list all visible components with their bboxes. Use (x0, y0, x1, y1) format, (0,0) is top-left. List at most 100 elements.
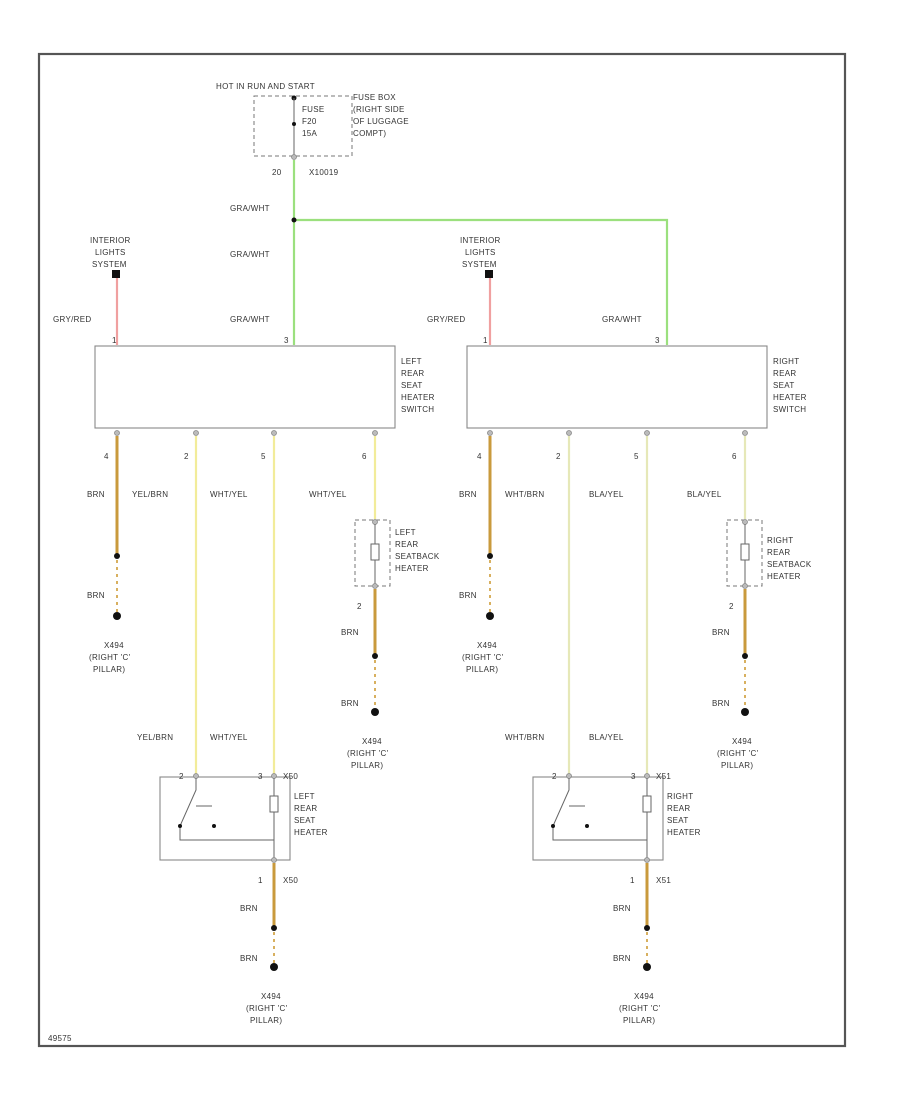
wire-label-gra-wht-3: GRA/WHT (230, 315, 270, 324)
wire-label-yel-brn: YEL/BRN (132, 490, 168, 499)
fuse-name: FUSE (302, 105, 325, 114)
right-switch-pin-1: 1 (483, 336, 488, 345)
right-switch-box (466, 345, 768, 429)
left-switch-pin-out-5: 5 (261, 452, 266, 461)
heater-pin-marker: 2 (552, 772, 557, 781)
ground-icon (486, 612, 494, 620)
wire-label-wht-brn: WHT/BRN (505, 733, 544, 742)
fuse-output-terminal (291, 154, 297, 160)
connector-pin (742, 430, 748, 436)
right-rear-seat-heater: 2 3 X51 RIGHT REAR SEAT HEATER 1 X51 BRN… (532, 772, 700, 1025)
thermostat-contact-dot (212, 824, 216, 828)
ground-line-2: PILLAR) (623, 1016, 655, 1025)
interior-lights-right-line-2: LIGHTS (465, 248, 496, 257)
connector-pin (193, 773, 199, 779)
fuse-terminal-mid (292, 122, 296, 126)
wire-label-yel-brn: YEL/BRN (137, 733, 173, 742)
green-wire-branch (294, 218, 669, 345)
ground-line-1: (RIGHT 'C' (462, 653, 504, 662)
wire-label-brn: BRN (240, 954, 258, 963)
right-heater-box (532, 776, 664, 861)
right-heater-connector-bottom: X51 (656, 876, 671, 885)
splice-dot (487, 553, 493, 559)
feed-wires: GRA/WHT GRA/WHT GRA/WHT GRA/WHT (230, 160, 669, 345)
ground-icon (643, 963, 651, 971)
thermostat-contact-dot (551, 824, 555, 828)
splice-dot (271, 925, 277, 931)
connector-pin (271, 773, 277, 779)
thermostat-contact-dot (178, 824, 182, 828)
wire-label-brn: BRN (240, 904, 258, 913)
ground-code: X494 (477, 641, 497, 650)
wire-label-brn: BRN (712, 699, 730, 708)
ground-line-1: (RIGHT 'C' (347, 749, 389, 758)
left-switch-line-2: REAR (401, 369, 424, 378)
left-heater-line-3: SEAT (294, 816, 316, 825)
right-switch-line-2: REAR (773, 369, 796, 378)
right-switch-pin-3: 3 (655, 336, 660, 345)
fuse-box-line-1: FUSE BOX (353, 93, 396, 102)
wire-label-gra-wht-4: GRA/WHT (602, 315, 642, 324)
connector-pin (372, 583, 378, 589)
heater-pin-marker: 2 (179, 772, 184, 781)
left-switch-pin-1: 1 (112, 336, 117, 345)
left-rear-seat-heater: 2 3 X50 LEFT REAR SEAT HEATER 1 X50 BRN … (159, 772, 327, 1025)
wire-label-brn: BRN (341, 699, 359, 708)
wire-label-wht-yel: WHT/YEL (309, 490, 347, 499)
connector-pin (644, 773, 650, 779)
connector-pin (372, 430, 378, 436)
ground-line-1: (RIGHT 'C' (89, 653, 131, 662)
right-seat-heater-switch: 1 3 RIGHT REAR SEAT HEATER SWITCH 4 2 5 … (466, 336, 806, 461)
ground-code: X494 (104, 641, 124, 650)
ground-line-2: PILLAR) (721, 761, 753, 770)
wire-label-brn: BRN (712, 628, 730, 637)
arrow-terminal-icon (112, 270, 120, 278)
diagram-id: 49575 (48, 1034, 72, 1043)
heater-pin-marker: 3 (258, 772, 263, 781)
right-heater-connector: X51 (656, 772, 671, 781)
left-seatback-pin: 2 (357, 602, 362, 611)
ground-code: X494 (261, 992, 281, 1001)
arrow-terminal-icon (485, 270, 493, 278)
left-switch-pin-3: 3 (284, 336, 289, 345)
left-seat-heater-switch: 1 3 LEFT REAR SEAT HEATER SWITCH 4 2 5 6 (94, 336, 434, 461)
right-heater-line-3: SEAT (667, 816, 689, 825)
left-switch-pin-out-2: 2 (184, 452, 189, 461)
connector-pin (566, 773, 572, 779)
right-seatback-line-1: RIGHT (767, 536, 793, 545)
connector-pin (487, 430, 493, 436)
fuse-hot-label: HOT IN RUN AND START (216, 82, 315, 91)
left-switch-line-5: SWITCH (401, 405, 434, 414)
connector-pin (644, 430, 650, 436)
right-switch-pin-out-6: 6 (732, 452, 737, 461)
left-switch-line-3: SEAT (401, 381, 423, 390)
splice-dot (291, 217, 297, 223)
connector-pin (742, 519, 748, 525)
left-switch-box (94, 345, 396, 429)
fuse-rating: 15A (302, 129, 317, 138)
thermostat-contact-dot (585, 824, 589, 828)
wire-label-brn: BRN (341, 628, 359, 637)
fuse-pin: 20 (272, 168, 282, 177)
heater-pin-marker: 3 (631, 772, 636, 781)
wire-label-brn: BRN (613, 954, 631, 963)
right-heater-pin-bottom: 1 (630, 876, 635, 885)
right-switch-pin-out-5: 5 (634, 452, 639, 461)
ground-icon (113, 612, 121, 620)
connector-pin (644, 857, 650, 863)
ground-code: X494 (362, 737, 382, 746)
left-switch-pin-out-4: 4 (104, 452, 109, 461)
connector-pin (742, 583, 748, 589)
wire-label-brn: BRN (459, 490, 477, 499)
left-switch-line-1: LEFT (401, 357, 422, 366)
ground-line-2: PILLAR) (351, 761, 383, 770)
right-seatback-line-2: REAR (767, 548, 790, 557)
ground-line-2: PILLAR) (466, 665, 498, 674)
right-seatback-line-3: SEATBACK (767, 560, 812, 569)
wire-label-bla-yel: BLA/YEL (687, 490, 722, 499)
ground-line-1: (RIGHT 'C' (619, 1004, 661, 1013)
ground-line-2: PILLAR) (93, 665, 125, 674)
fuse-block: HOT IN RUN AND START FUSE F20 15A FUSE B… (216, 82, 409, 177)
right-switch-line-1: RIGHT (773, 357, 799, 366)
